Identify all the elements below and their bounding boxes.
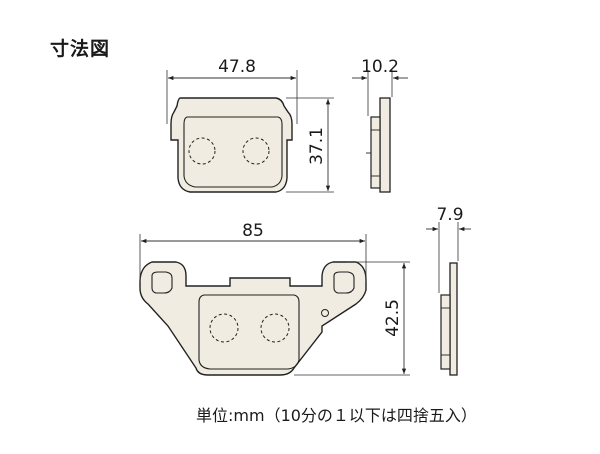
- bottom-pad-backing-plate: [139, 261, 367, 376]
- top-width-dimension: 47.8: [166, 57, 298, 124]
- bottom-pad-friction-material: [198, 294, 300, 370]
- bottom-pad-rivet-hole: [321, 309, 329, 317]
- bottom-pad-piston-mark-left: [209, 313, 239, 343]
- top-height-dimension: 37.1: [286, 97, 334, 193]
- bottom-thickness-label: 7.9: [436, 205, 463, 225]
- bottom-width-label: 85: [242, 221, 264, 241]
- top-pad-piston-mark-left: [188, 137, 216, 165]
- bottom-height-dimension: 42.5: [294, 261, 410, 376]
- top-pad-backing-plate: [170, 97, 293, 193]
- bottom-side-backing: [449, 262, 458, 376]
- top-side-friction: [370, 116, 381, 189]
- top-pad-front-view: [170, 97, 293, 193]
- top-thickness-dimension: 10.2: [352, 57, 408, 116]
- top-side-backing: [379, 97, 391, 193]
- unit-note: 単位:mm（10分の１以下は四捨五入）: [196, 406, 477, 425]
- bottom-pad-front-view: [139, 261, 367, 376]
- bottom-width-dimension: 85: [139, 221, 367, 282]
- top-pad-friction-material: [183, 116, 283, 188]
- bottom-height-label: 42.5: [383, 299, 403, 337]
- top-pad-side-view: [366, 97, 391, 193]
- bottom-pad-left-ear-slot: [151, 271, 173, 294]
- top-width-label: 47.8: [218, 57, 256, 77]
- bottom-thickness-dimension: 7.9: [426, 205, 471, 293]
- top-pad-piston-mark-right: [242, 137, 270, 165]
- top-height-label: 37.1: [307, 127, 327, 165]
- bottom-pad-side-view: [440, 262, 458, 376]
- top-thickness-label: 10.2: [361, 57, 399, 77]
- bottom-pad-piston-mark-right: [260, 313, 290, 343]
- bottom-pad-right-ear-slot: [333, 271, 355, 294]
- drawing-title: 寸法図: [50, 38, 111, 60]
- bottom-side-friction: [440, 294, 451, 370]
